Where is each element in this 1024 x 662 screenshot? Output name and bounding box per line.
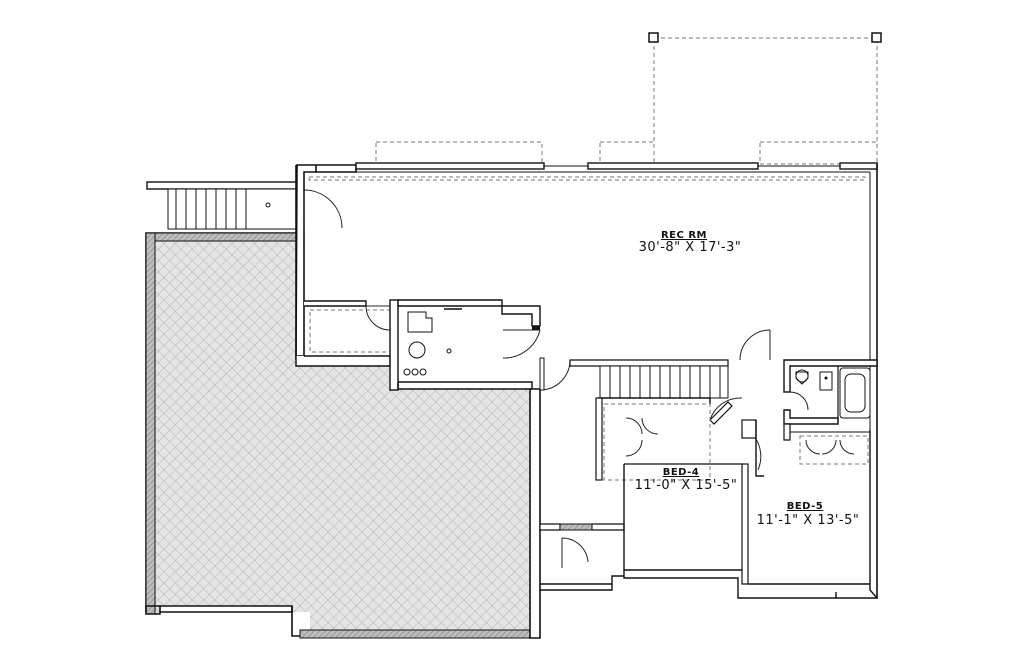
bed-4-name: BED-4 [663, 467, 700, 478]
sink-icon [819, 371, 833, 391]
floor-drain-icon [265, 202, 271, 208]
bathroom [783, 359, 878, 425]
rec-room-dimensions: 30'-8" X 17'-3" [639, 240, 742, 255]
deck-outline [375, 32, 882, 165]
water-heater-icon [408, 341, 426, 359]
deck-post [871, 32, 882, 43]
exterior-stairs [146, 181, 305, 230]
bedroom-4 [603, 403, 749, 585]
bed-5-name: BED-5 [787, 501, 824, 512]
bedroom-5 [748, 423, 879, 599]
rec-room-name: REC RM [661, 230, 707, 241]
hall-doors [709, 329, 771, 477]
entry-door [303, 189, 343, 229]
garage-area [145, 232, 541, 639]
deck-post [648, 32, 659, 43]
mechanical-room [397, 299, 571, 391]
bed-5-dimensions: 11'-1" X 13'-5" [757, 513, 860, 528]
interior-stair [569, 359, 733, 481]
tub-icon [839, 367, 871, 419]
lower-closet [539, 523, 836, 599]
bed-4-dimensions: 11'-0" X 15'-5" [635, 478, 738, 493]
floor-drain-icon [446, 348, 452, 354]
furnace-icon [407, 311, 433, 333]
storage-room [295, 299, 399, 391]
